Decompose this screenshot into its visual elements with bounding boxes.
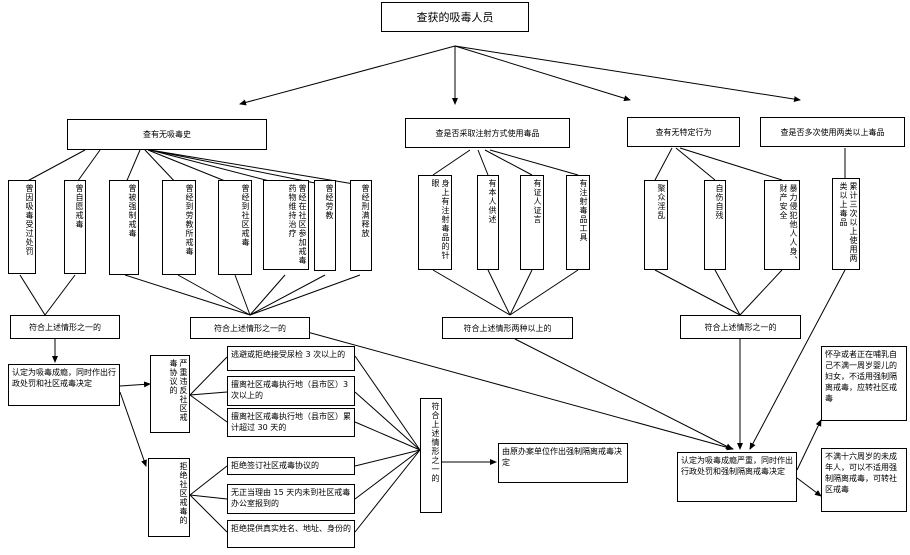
serious-item-urine-test: 逃避或拒绝接受尿检 3 次以上的	[227, 346, 355, 371]
outcome-compulsory-isolation: 由原办案单位作出强制隔离戒毒决定	[498, 443, 628, 483]
injection-item-witness: 有证人证言	[520, 175, 544, 270]
refuse-item-sign-agreement: 拒绝签订社区戒毒协议的	[227, 457, 355, 475]
condition-any-one-right: 符合上述情形之一的	[680, 315, 801, 339]
exception-minor: 不满十六周岁的未成年人，可以不适用强制隔离戒毒，可转社区戒毒	[821, 448, 907, 512]
outcome-severe-addiction: 认定为吸毒成瘾严重，同时作出行政处罚和强制隔离戒毒决定	[677, 452, 797, 502]
history-item-labor-camp: 曾经到劳教所戒毒	[162, 180, 196, 275]
history-item-forced: 曾被强制戒毒	[109, 180, 139, 275]
outcome-addiction-community: 认定为吸毒成瘾，同时作出行政处罚和社区戒毒决定	[8, 364, 120, 406]
multi-item-three-times: 累计三次以上使用两类以上毒品	[832, 178, 860, 270]
history-item-punished: 曾因吸毒受过处罚	[8, 180, 36, 274]
history-item-methadone: 曾经在社区参加戒毒药物维持治疗	[263, 180, 309, 270]
category-injection: 查是否采取注射方式使用毒品	[405, 118, 570, 148]
condition-two-or-more: 符合上述情形两种以上的	[442, 317, 573, 339]
injection-item-confession: 有本人供述	[477, 175, 499, 270]
history-item-released: 曾经刑满释放	[350, 180, 372, 271]
title-box: 查获的吸毒人员	[381, 2, 529, 32]
behavior-item-orgy: 聚众淫乱	[644, 180, 668, 270]
serious-item-leave-three-times: 擅离社区戒毒执行地（县市区）3 次以上的	[227, 376, 355, 406]
condition-any-one-vertical: 符合上述情形之一的	[420, 398, 442, 513]
refuse-item-real-identity: 拒绝提供真实姓名、地址、身份的	[227, 520, 355, 548]
violation-refuse-label: 拒绝社区戒毒的	[148, 458, 190, 537]
injection-item-needle-marks: 身上有注射毒品的针眼	[418, 175, 452, 270]
category-behavior: 查有无特定行为	[627, 117, 740, 147]
exception-pregnant-nursing: 怀孕或者正在哺乳自己不满一周岁婴儿的妇女，不适用强制隔离戒毒，应转社区戒毒	[821, 346, 907, 421]
condition-any-one-left: 符合上述情形之一的	[10, 315, 120, 339]
history-item-voluntary: 曾自愿戒毒	[64, 180, 86, 274]
injection-item-tools: 有注射毒品工具	[566, 175, 590, 270]
category-drug-history: 查有无吸毒史	[67, 119, 267, 150]
category-multi-drug: 查是否多次使用两类以上毒品	[760, 117, 905, 147]
condition-any-one-middle: 符合上述情形之一的	[190, 317, 310, 339]
behavior-item-violence: 暴力侵犯他人人身、财产安全	[764, 180, 800, 270]
history-item-reeducation: 曾经劳教	[314, 180, 336, 271]
behavior-item-self-harm: 自伤自残	[704, 180, 726, 270]
serious-item-leave-thirty-days: 擅离社区戒毒执行地（县市区）累计超过 30 天的	[227, 408, 355, 437]
history-item-community: 曾经到社区戒毒	[218, 180, 252, 275]
refuse-item-report-fifteen-days: 无正当理由 15 天内未到社区戒毒办公室报到的	[227, 484, 355, 514]
violation-serious-label: 严重违反社区戒毒协议的	[150, 355, 190, 433]
